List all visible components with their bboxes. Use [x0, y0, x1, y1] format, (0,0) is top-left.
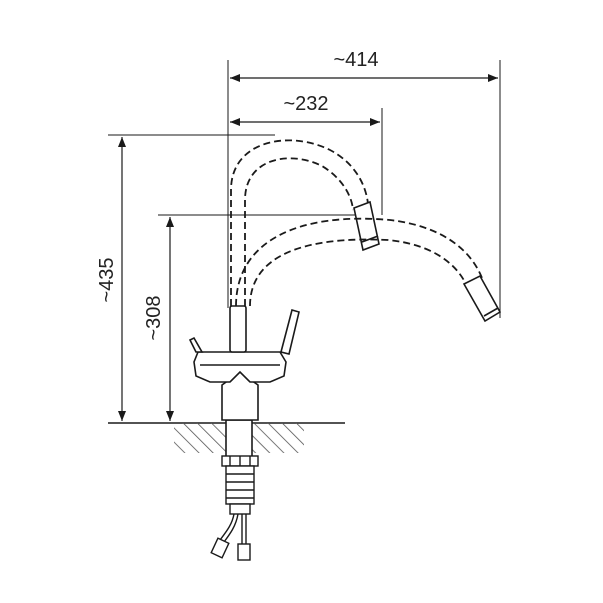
dimension-spout-height: ~308: [143, 214, 362, 421]
spout-neck: [229, 305, 247, 353]
aerator-high: [353, 200, 380, 252]
aerator-low: [462, 274, 502, 323]
aerator-high-tip: [361, 235, 379, 243]
dimension-total-reach: ~414: [227, 49, 501, 318]
faucet-body: [188, 305, 300, 461]
left-supply-hose: [219, 513, 235, 541]
hose-connector: [229, 503, 251, 515]
dimension-total-height: ~435: [96, 134, 275, 421]
dimension-label-total-reach: ~414: [333, 49, 378, 71]
spout-high-inner-edge: [244, 157, 354, 306]
left-supply-hose-edge: [223, 513, 239, 543]
dimension-label-total-height: ~435: [96, 257, 118, 302]
faucet-shank: [225, 419, 253, 461]
spout-high-position: [230, 139, 369, 306]
right-lever-handle: [280, 309, 300, 355]
left-handle: [188, 336, 204, 353]
mixer-body: [193, 351, 287, 383]
spout-low-inner-edge: [249, 238, 467, 307]
aerator-high-body: [353, 200, 380, 252]
right-hose-fitting: [237, 543, 251, 561]
left-hose-fitting: [210, 537, 230, 559]
dimension-label-spout-reach: ~232: [283, 93, 328, 115]
supply-hoses: [210, 513, 251, 561]
spout-low-position: [235, 217, 483, 307]
spout-high-outer-edge: [230, 139, 369, 306]
dimension-spout-reach: ~232: [230, 93, 383, 215]
spout-low-outer-edge: [235, 217, 483, 307]
dimension-label-spout-height: ~308: [143, 295, 165, 340]
mounting-hardware: [221, 455, 259, 515]
aerator-low-tip: [483, 307, 499, 317]
aerator-low-body: [462, 274, 502, 323]
